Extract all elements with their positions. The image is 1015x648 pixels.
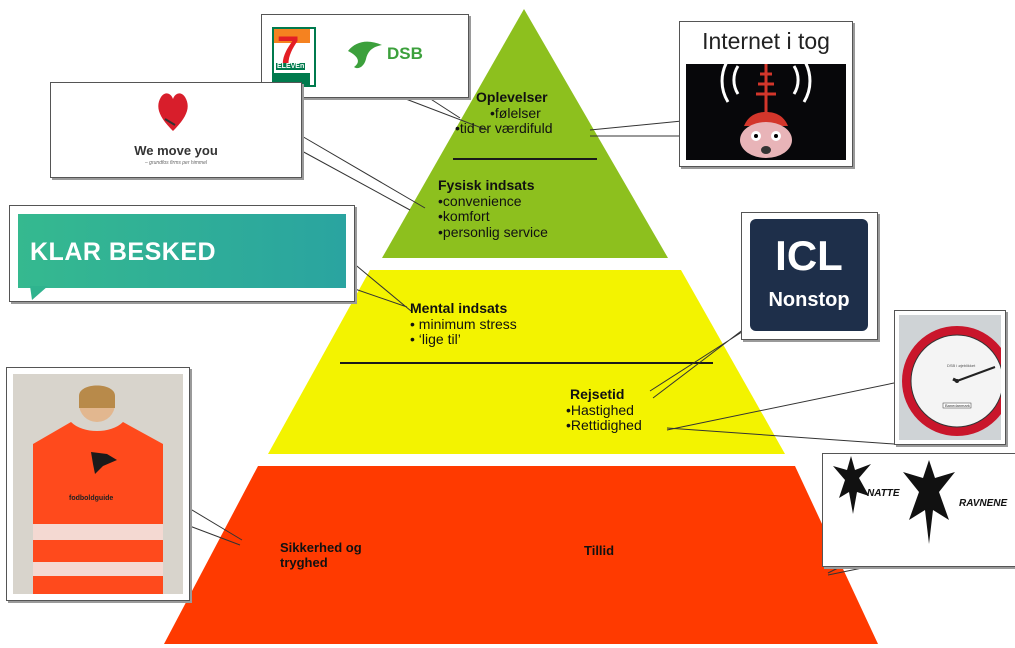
safety-vest-image: fodboldguide — [13, 374, 183, 594]
card-we-move-you: We move you – grundfos firms per himmel — [50, 82, 302, 178]
bottom-tier-left-text: Sikkerhed og tryghed — [280, 540, 362, 570]
top-tier-lower-text: Fysisk indsats •convenience •komfort •pe… — [438, 177, 548, 241]
rejsetid-heading: Rejsetid — [570, 386, 625, 402]
mental-indsats-heading: Mental indsats — [410, 300, 508, 316]
icl-logo: ICL Nonstop — [750, 219, 868, 331]
card-klar-besked: KLAR BESKED — [9, 205, 355, 302]
fysisk-item-1: •komfort — [438, 208, 490, 225]
icl-logo-subtitle: Nonstop — [768, 289, 850, 311]
card-natteravnene: NATTE RAVNENE — [822, 453, 1015, 567]
we-move-you-tagline: – grundfos firms per himmel — [145, 160, 207, 166]
rejsetid-item-1: •Rettidighed — [566, 417, 642, 434]
icl-logo-title: ICL — [775, 232, 843, 279]
seven-eleven-logo: 7 ELEVEn — [272, 27, 316, 87]
dsb-logo-text: DSB — [387, 44, 423, 63]
vest-photo: fodboldguide — [13, 374, 183, 594]
klar-besked-text: KLAR BESKED — [30, 238, 217, 266]
card-icl-nonstop: ICL Nonstop — [741, 212, 878, 340]
speech-tail-icon — [30, 286, 48, 300]
mental-item-0: • minimum stress — [410, 315, 517, 332]
we-move-you-title: We move you — [134, 143, 218, 158]
natteravnene-text-left: NATTE — [867, 488, 900, 499]
middle-tier-upper-text: Mental indsats • minimum stress • ‘lige … — [410, 300, 517, 348]
clock-brand-text: Banedanmark — [945, 403, 970, 408]
fysisk-item-2: •personlig service — [438, 224, 548, 241]
tillid-text: Tillid — [584, 543, 615, 558]
raven-icon-small — [833, 456, 871, 514]
clock-face-text: DSB i øjeblikket — [947, 363, 976, 368]
callout-connectors — [186, 95, 895, 576]
klar-besked-banner: KLAR BESKED — [18, 214, 346, 288]
mental-item-1: • ‘lige til’ — [410, 331, 461, 348]
card-clock: DSB i øjeblikket Banedanmark — [894, 310, 1006, 445]
vest-print-text: fodboldguide — [69, 495, 113, 502]
card-internet-i-tog: Internet i tog — [679, 21, 853, 167]
seven-eleven-subtext: ELEVEn — [276, 63, 306, 70]
oplevelser-heading: Oplevelser — [476, 89, 548, 105]
top-tier-upper-text: Oplevelser •følelser •tid er værdifuld — [455, 89, 553, 137]
sikkerhed-line-1: tryghed — [280, 554, 328, 570]
antenna-head-icon — [720, 64, 812, 158]
fysisk-item-0: •convenience — [438, 192, 522, 209]
raven-icon-large — [903, 460, 955, 544]
pyramid-bottom-tier — [164, 466, 878, 644]
seven-eleven-digit: 7 — [277, 29, 300, 73]
internet-i-tog-title: Internet i tog — [702, 28, 830, 54]
oplevelser-item-0: •følelser — [490, 104, 541, 121]
heart-logo-icon — [158, 93, 188, 131]
oplevelser-item-1: •tid er værdifuld — [455, 120, 553, 137]
middle-tier-lower-text: Rejsetid •Hastighed •Rettidighed — [566, 386, 642, 434]
pyramid-top-tier — [382, 9, 668, 258]
internet-signal-image — [686, 64, 846, 160]
rejsetid-item-0: •Hastighed — [566, 401, 634, 418]
sikkerhed-line-0: Sikkerhed og — [280, 540, 362, 555]
natteravnene-text-right: RAVNENE — [959, 498, 1008, 509]
tillid-label: Tillid — [584, 543, 615, 559]
card-vest-photo: fodboldguide — [6, 367, 190, 601]
dsb-bird-icon — [348, 41, 382, 69]
clock-icon: DSB i øjeblikket Banedanmark — [902, 326, 1001, 436]
clock-photo: DSB i øjeblikket Banedanmark — [899, 315, 1001, 440]
fysisk-indsats-heading: Fysisk indsats — [438, 177, 535, 193]
